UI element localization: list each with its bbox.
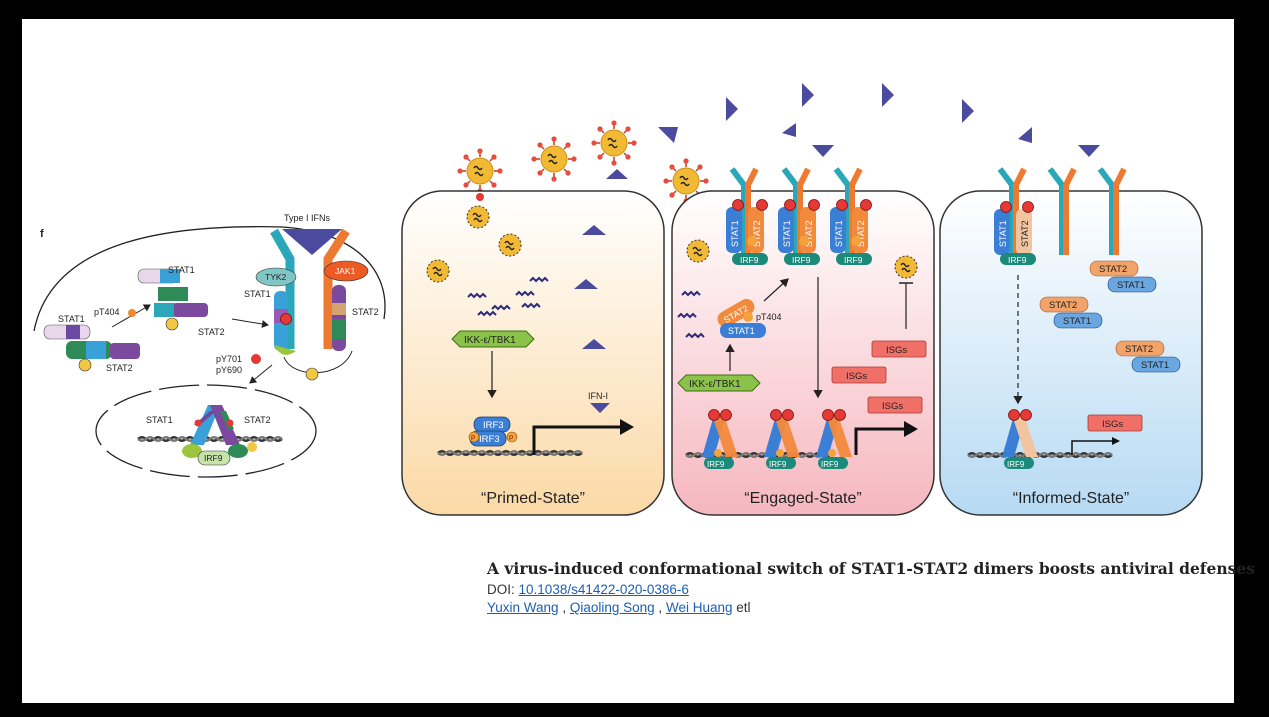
- stat-signaling-diagram: f STAT1 STAT2 pT404 STAT1 STAT2: [33, 83, 1203, 516]
- free-stat-dimers: STAT2 STAT1 STAT2 STAT1 STAT2 STAT1: [1039, 260, 1181, 373]
- svg-text:ISGs: ISGs: [882, 401, 903, 412]
- svg-text:IKK-ε/TBK1: IKK-ε/TBK1: [689, 379, 741, 390]
- svg-text:STAT2: STAT2: [106, 363, 133, 373]
- svg-text:Type I IFNs: Type I IFNs: [284, 213, 331, 223]
- jak1-kinase: [323, 260, 369, 282]
- svg-text:STAT1: STAT1: [1063, 316, 1091, 327]
- nuclear-stat-dimers-engaged: IRF9 IRF9 IRF9: [702, 409, 852, 469]
- svg-text:STAT2: STAT2: [1049, 300, 1077, 311]
- svg-text:STAT1: STAT1: [168, 265, 195, 275]
- svg-text:IRF9: IRF9: [1007, 460, 1025, 469]
- etl-text: etl: [736, 600, 751, 615]
- svg-text:STAT1: STAT1: [728, 326, 755, 336]
- author-link-1[interactable]: Yuxin Wang: [487, 600, 559, 615]
- doi-link[interactable]: 10.1038/s41422-020-0386-6: [518, 582, 689, 597]
- svg-text:IRF9: IRF9: [792, 255, 811, 265]
- isg-boxes: ISGs ISGs ISGs: [831, 340, 927, 414]
- cell-membrane: [33, 226, 386, 332]
- tyk2-kinase: [255, 267, 297, 287]
- svg-text:STAT1: STAT1: [730, 220, 740, 247]
- svg-text:IFN-I: IFN-I: [588, 391, 608, 401]
- extracellular-ifn-and-virus: [456, 83, 1100, 205]
- svg-text:STAT2: STAT2: [198, 327, 225, 337]
- cell-primed-state: IKK-ε/TBK1 IRF3 IRF3 P P IFN-I “Primed-S…: [401, 190, 665, 516]
- svg-text:STAT1: STAT1: [244, 289, 271, 299]
- engaged-state-label: “Engaged-State”: [744, 490, 861, 507]
- receptor-bound-stat-informed: STAT1 STAT2 IRF9: [994, 201, 1036, 265]
- doi-line: DOI: 10.1038/s41422-020-0386-6: [487, 582, 1255, 597]
- stat-dimer-inactive: STAT1 STAT2: [43, 314, 140, 373]
- citation: A virus-induced conformational switch of…: [487, 559, 1255, 615]
- svg-text:STAT2: STAT2: [352, 307, 379, 317]
- authors-line: Yuxin Wang , Qiaoling Song , Wei Huang e…: [487, 600, 751, 615]
- svg-text:ISGs: ISGs: [1102, 419, 1123, 430]
- left-panel: f STAT1 STAT2 pT404 STAT1 STAT2: [33, 213, 386, 478]
- svg-text:STAT2: STAT2: [1020, 220, 1030, 247]
- svg-text:STAT1: STAT1: [998, 220, 1008, 247]
- svg-text:IRF9: IRF9: [769, 460, 787, 469]
- svg-text:IRF9: IRF9: [1008, 255, 1027, 265]
- svg-text:ISGs: ISGs: [846, 371, 867, 382]
- svg-text:IRF9: IRF9: [844, 255, 863, 265]
- svg-text:pY690: pY690: [216, 365, 242, 375]
- paper-title: A virus-induced conformational switch of…: [487, 559, 1255, 578]
- svg-text:STAT1: STAT1: [146, 415, 173, 425]
- nuclear-stat-dimer: IRF9 STAT1 STAT2: [136, 405, 284, 466]
- svg-text:P: P: [509, 435, 513, 442]
- svg-text:IRF3: IRF3: [483, 420, 504, 431]
- informed-state-label: “Informed-State”: [1013, 490, 1129, 507]
- doi-label: DOI:: [487, 582, 515, 597]
- primed-state-label: “Primed-State”: [481, 490, 585, 507]
- svg-text:STAT1: STAT1: [58, 314, 85, 324]
- ifn-receptor: Type I IFNs TYK2 JAK1 STAT1 STAT2: [244, 213, 379, 381]
- svg-text:STAT1: STAT1: [1141, 360, 1169, 371]
- svg-text:IRF9: IRF9: [740, 255, 759, 265]
- svg-text:STAT2: STAT2: [1125, 344, 1153, 355]
- svg-text:STAT2: STAT2: [752, 220, 762, 247]
- svg-text:STAT2: STAT2: [856, 220, 866, 247]
- slide: f STAT1 STAT2 pT404 STAT1 STAT2: [22, 19, 1255, 703]
- cell-informed-state: STAT1 STAT2 IRF9 STAT2 STAT1 STAT2 STAT1…: [939, 169, 1203, 516]
- ikk-tbk1-engaged: [677, 374, 761, 392]
- receptor-bound-stat-dimers: STAT1 STAT2 STAT1 STAT2 STAT1 STAT2 IRF9…: [726, 199, 872, 265]
- svg-text:STAT1: STAT1: [782, 220, 792, 247]
- svg-text:IRF3: IRF3: [479, 434, 500, 445]
- cell-engaged-state: STAT1 STAT2 STAT1 STAT2 STAT1 STAT2 IRF9…: [671, 169, 935, 516]
- svg-text:STAT2: STAT2: [1099, 264, 1127, 275]
- author-link-3[interactable]: Wei Huang: [665, 600, 733, 615]
- svg-text:pY701: pY701: [216, 354, 242, 364]
- author-link-2[interactable]: Qiaoling Song: [569, 600, 655, 615]
- svg-text:IRF9: IRF9: [707, 460, 725, 469]
- svg-text:STAT1: STAT1: [834, 220, 844, 247]
- svg-text:JAK1: JAK1: [335, 266, 356, 276]
- svg-text:IRF9: IRF9: [204, 453, 223, 463]
- nuclear-dimer-informed: [1002, 409, 1038, 469]
- irf3-dimer: IRF3 IRF3 P P: [468, 416, 518, 447]
- svg-text:IKK-ε/TBK1: IKK-ε/TBK1: [464, 335, 516, 346]
- svg-text:pT404: pT404: [756, 312, 782, 322]
- svg-text:P: P: [471, 435, 475, 442]
- svg-text:STAT1: STAT1: [1117, 280, 1145, 291]
- svg-text:ISGs: ISGs: [886, 345, 907, 356]
- svg-text:STAT2: STAT2: [244, 415, 271, 425]
- svg-text:pT404: pT404: [94, 307, 120, 317]
- svg-text:IRF9: IRF9: [821, 460, 839, 469]
- stat-dimer-phospho: STAT1 STAT2: [137, 265, 225, 337]
- svg-text:STAT2: STAT2: [804, 220, 814, 247]
- ikk-tbk1: [451, 330, 535, 348]
- panel-label: f: [40, 228, 44, 240]
- svg-text:TYK2: TYK2: [265, 272, 287, 282]
- nucleus-outline: [95, 384, 317, 478]
